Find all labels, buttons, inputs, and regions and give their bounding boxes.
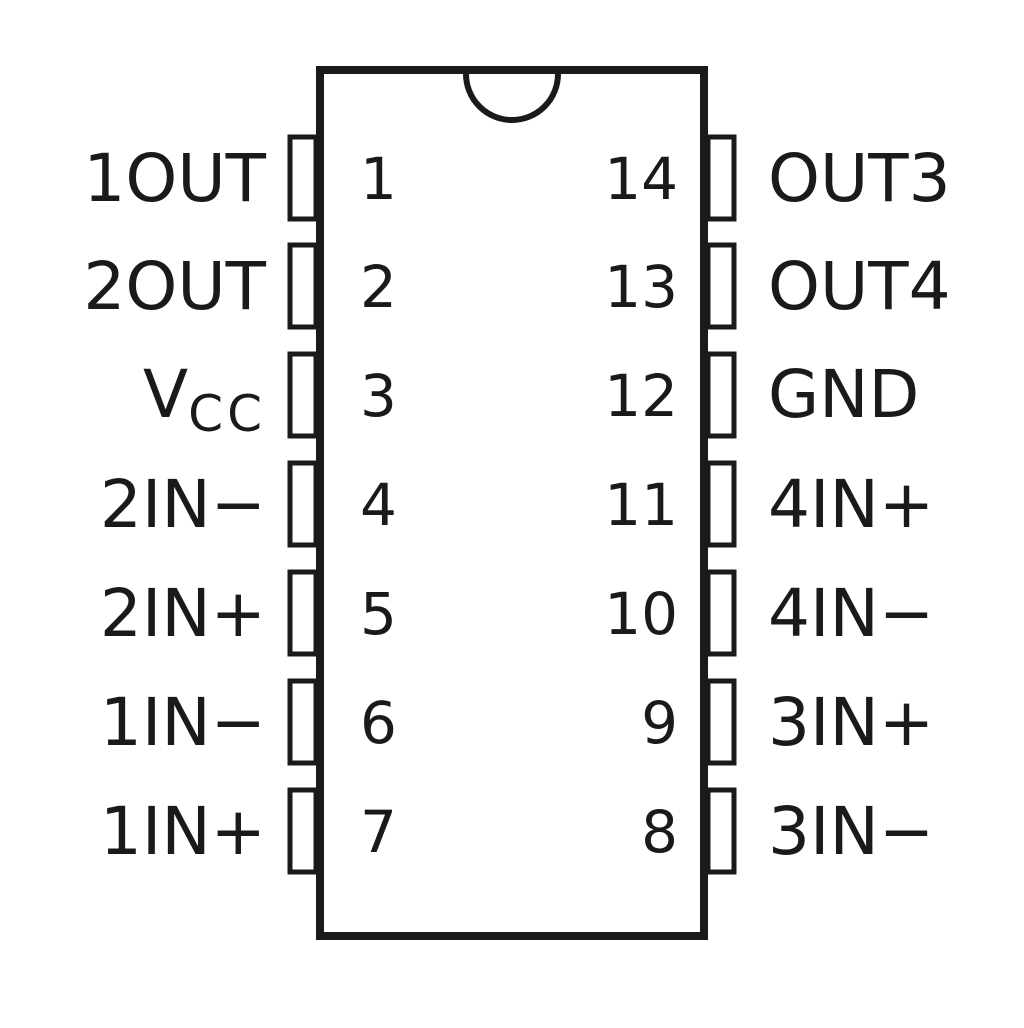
- pin-7-label: 1IN+: [99, 793, 266, 870]
- pin-2-label: 2OUT: [83, 248, 266, 325]
- pin-2: [287, 242, 319, 330]
- pin-1-label: 1OUT: [83, 140, 266, 217]
- pin-5-label: 2IN+: [99, 575, 266, 652]
- pin-1-number: 1: [360, 145, 397, 213]
- chip-body: [316, 66, 708, 940]
- pin-14: [705, 134, 737, 222]
- pin-14-number: 14: [604, 145, 678, 213]
- pin-10-label: 4IN−: [768, 575, 935, 652]
- pin-7-number: 7: [360, 798, 397, 866]
- pin-9-label: 3IN+: [768, 684, 935, 761]
- pin-4: [287, 460, 319, 548]
- pin-8: [705, 787, 737, 875]
- pin-7: [287, 787, 319, 875]
- pin-9-number: 9: [641, 689, 678, 757]
- pin-3-number: 3: [360, 362, 397, 430]
- pin-12-label: GND: [768, 356, 920, 433]
- pin-12: [705, 351, 737, 439]
- pin-10-number: 10: [604, 580, 678, 648]
- pin-3-label: VCC: [143, 362, 266, 440]
- pin-5-number: 5: [360, 580, 397, 648]
- pin-10: [705, 569, 737, 657]
- pin-2-number: 2: [360, 253, 397, 321]
- pin-1: [287, 134, 319, 222]
- pin-13-label: OUT4: [768, 248, 951, 325]
- pin-11-label: 4IN+: [768, 466, 935, 543]
- pin-4-label: 2IN−: [99, 466, 266, 543]
- pin-9: [705, 678, 737, 766]
- pin-6-number: 6: [360, 689, 397, 757]
- pin-13-number: 13: [604, 253, 678, 321]
- pin-6-label: 1IN−: [99, 684, 266, 761]
- pin-3-label-main: V: [143, 356, 189, 433]
- pin-12-number: 12: [604, 362, 678, 430]
- pin-5: [287, 569, 319, 657]
- pin-8-label: 3IN−: [768, 793, 935, 870]
- pin-14-label: OUT3: [768, 140, 951, 217]
- pin-8-number: 8: [641, 798, 678, 866]
- orientation-notch: [463, 73, 561, 123]
- pin-3-label-subscript: CC: [188, 385, 266, 443]
- pin-3: [287, 351, 319, 439]
- pin-11-number: 11: [604, 471, 678, 539]
- pin-4-number: 4: [360, 471, 397, 539]
- pin-11: [705, 460, 737, 548]
- pin-6: [287, 678, 319, 766]
- pin-13: [705, 242, 737, 330]
